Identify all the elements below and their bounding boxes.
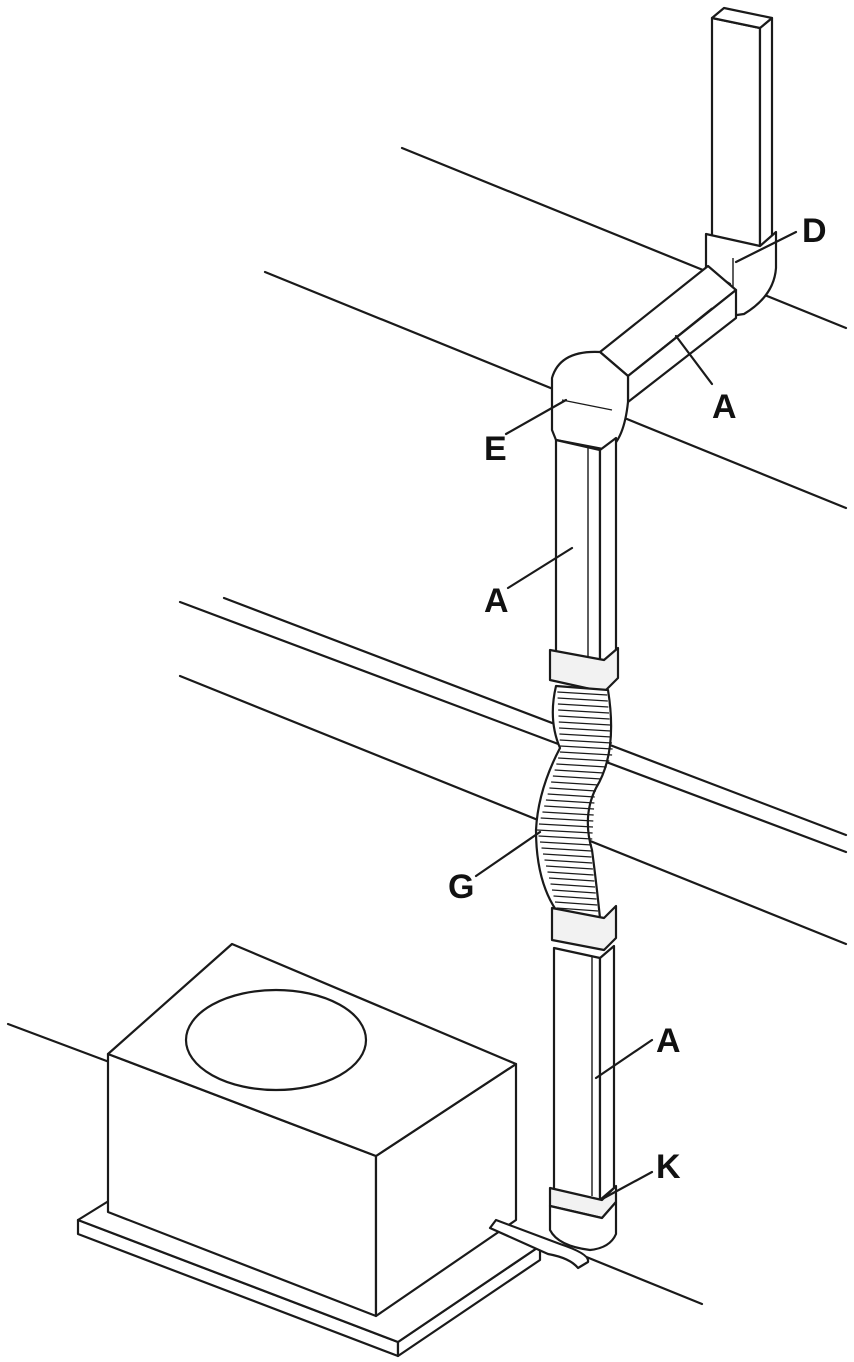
leader-a-low: [594, 1038, 654, 1080]
ac-top-face: [106, 942, 518, 1158]
pipe-top-vertical: [710, 6, 774, 252]
flex-rib: [558, 715, 610, 720]
flex-rib: [542, 811, 594, 816]
offset-seam: [659, 307, 713, 351]
leader-lines: [474, 230, 798, 1200]
flex-rib: [558, 721, 611, 726]
flex-rib: [548, 877, 595, 882]
flex-rib: [553, 895, 597, 900]
flex-rib: [538, 835, 593, 840]
flex-rib: [544, 805, 595, 810]
flex-rib: [559, 733, 612, 738]
label-k: K: [656, 1148, 681, 1186]
leader-g: [474, 830, 542, 878]
leader-a-mid: [506, 546, 574, 590]
flex-rib: [542, 853, 592, 858]
flex-rib: [556, 907, 599, 912]
flex-rib: [541, 847, 592, 852]
label-e: E: [484, 430, 507, 468]
flex-rib: [558, 757, 610, 762]
flex-rib: [554, 901, 598, 906]
flex-rib: [551, 889, 596, 894]
part-labels: D A E A G A K: [448, 212, 827, 1186]
ac-drain-pipe: [488, 1218, 590, 1270]
flex-rib: [551, 781, 599, 786]
pipe-top-side: [758, 16, 774, 252]
flex-rib: [559, 739, 613, 744]
label-a-top: A: [712, 388, 737, 426]
pipe-top-front: [710, 16, 762, 252]
flex-rib: [539, 841, 592, 846]
ac-fan-grille: [184, 988, 368, 1092]
flex-rib: [557, 691, 608, 696]
leader-d: [734, 230, 798, 264]
elbow-e-seam: [561, 399, 613, 411]
wall-line-1: [178, 600, 848, 854]
coupler-upper: [548, 646, 620, 694]
flex-rib: [557, 703, 609, 708]
label-d: D: [802, 212, 827, 250]
leader-e: [504, 398, 568, 436]
roof-edge-line-upper: [400, 146, 848, 330]
pipe-mid-vertical: [554, 436, 618, 666]
wall-line-3: [178, 674, 848, 946]
flex-rib: [559, 727, 611, 732]
pipe-low-front: [552, 946, 602, 1202]
label-a-mid: A: [484, 582, 509, 620]
flex-rib: [547, 793, 595, 798]
flex-rib: [538, 823, 593, 828]
flex-rib: [559, 745, 613, 750]
flex-rib: [540, 817, 594, 822]
flex-rib: [549, 787, 596, 792]
flex-rib: [552, 775, 602, 780]
flex-rib: [547, 871, 594, 876]
shoe-k-outlet: [548, 1200, 618, 1252]
flex-rib: [557, 697, 608, 702]
flex-rib: [545, 865, 593, 870]
flex-hose-ribs: [536, 691, 613, 912]
pipe-mid-front: [554, 438, 602, 666]
flex-rib: [554, 769, 605, 774]
flex-rib: [545, 799, 595, 804]
flex-rib: [544, 859, 593, 864]
pipe-mid-side: [598, 436, 618, 666]
flex-rib: [550, 883, 596, 888]
flex-rib: [559, 751, 613, 756]
label-a-low: A: [656, 1022, 681, 1060]
ac-unit: [76, 942, 542, 1358]
leader-k: [602, 1170, 654, 1200]
flexible-section-g: [534, 684, 613, 920]
flex-rib: [536, 829, 593, 834]
flex-rib: [556, 763, 607, 768]
ground-line-left: [6, 1022, 114, 1065]
leader-a-top: [674, 334, 714, 386]
coupler-lower: [550, 904, 618, 952]
pipe-top-cap: [710, 6, 774, 30]
shoe-k: [548, 1184, 618, 1252]
wall-line-2: [222, 596, 848, 837]
label-g: G: [448, 868, 474, 906]
flex-rib: [558, 709, 610, 714]
